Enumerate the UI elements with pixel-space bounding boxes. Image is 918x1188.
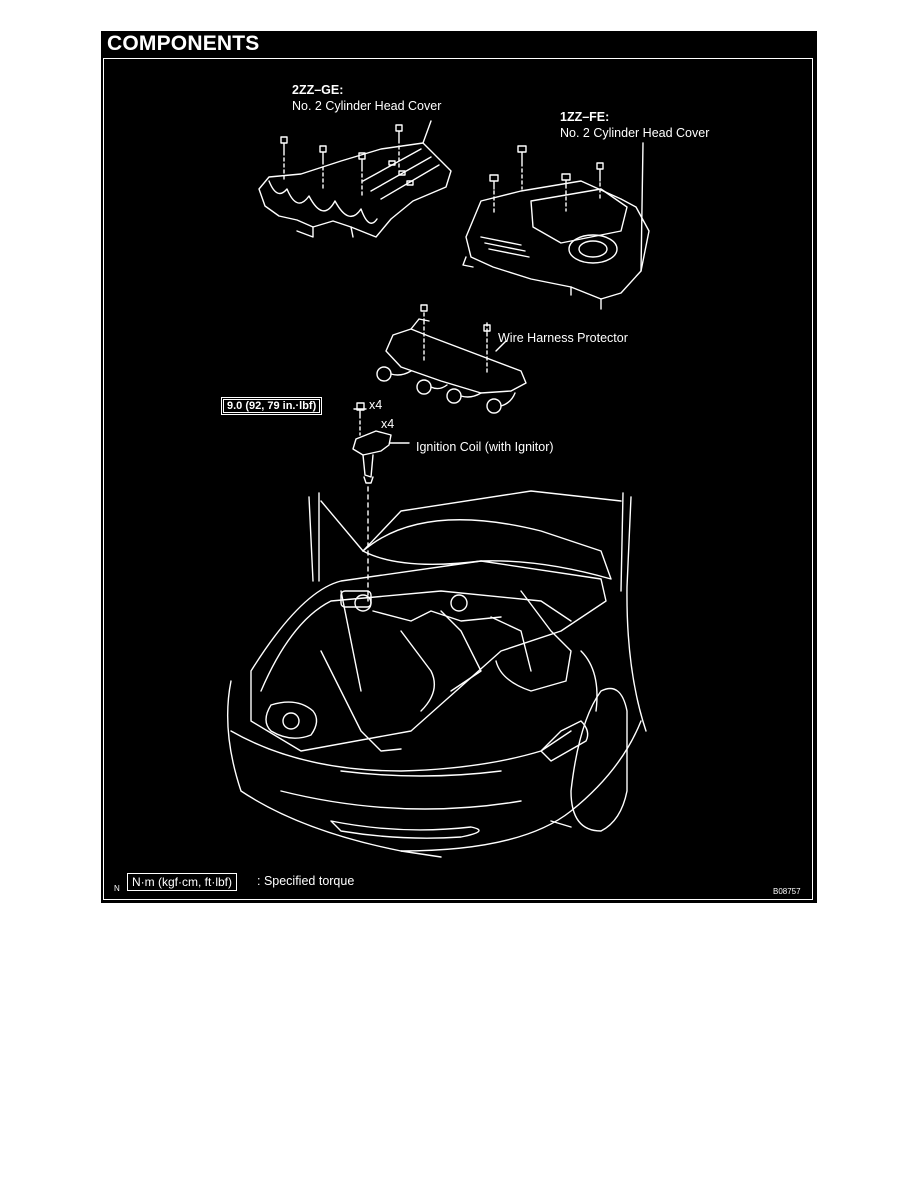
page-title: COMPONENTS	[107, 32, 260, 55]
cover-2zz-illustration	[258, 120, 452, 238]
engine-1zz-label: 1ZZ–FE:	[560, 110, 610, 124]
car-engine-bay-illustration	[226, 490, 647, 858]
title-bar: COMPONENTS	[101, 31, 817, 58]
coil-quantity: x4	[381, 417, 395, 431]
bolt-quantity: x4	[369, 398, 383, 412]
wire-harness-label: Wire Harness Protector	[498, 331, 628, 345]
engine-2zz-label: 2ZZ–GE:	[292, 83, 344, 97]
ignition-coil-illustration	[352, 402, 410, 602]
torque-spec-box: 9.0 (92, 79 in.·lbf)	[221, 397, 323, 415]
cover-2zz-label: No. 2 Cylinder Head Cover	[292, 99, 442, 113]
ignition-coil-label: Ignition Coil (with Ignitor)	[416, 440, 554, 454]
exploded-view-drawing	[226, 120, 650, 858]
components-diagram: COMPONENTS	[101, 31, 817, 903]
figure-code: B08757	[773, 887, 801, 896]
torque-unit-box: N·m (kgf·cm, ft·lbf)	[127, 873, 237, 891]
diagram-frame	[103, 58, 813, 900]
cover-1zz-illustration	[462, 142, 650, 310]
torque-unit-description: : Specified torque	[257, 874, 355, 888]
cover-1zz-label: No. 2 Cylinder Head Cover	[560, 126, 710, 140]
cover-1zz-bolts	[489, 145, 604, 216]
cover-2zz-bolts	[280, 124, 403, 197]
corner-letter: N	[114, 884, 120, 893]
wire-harness-illustration	[376, 304, 527, 414]
